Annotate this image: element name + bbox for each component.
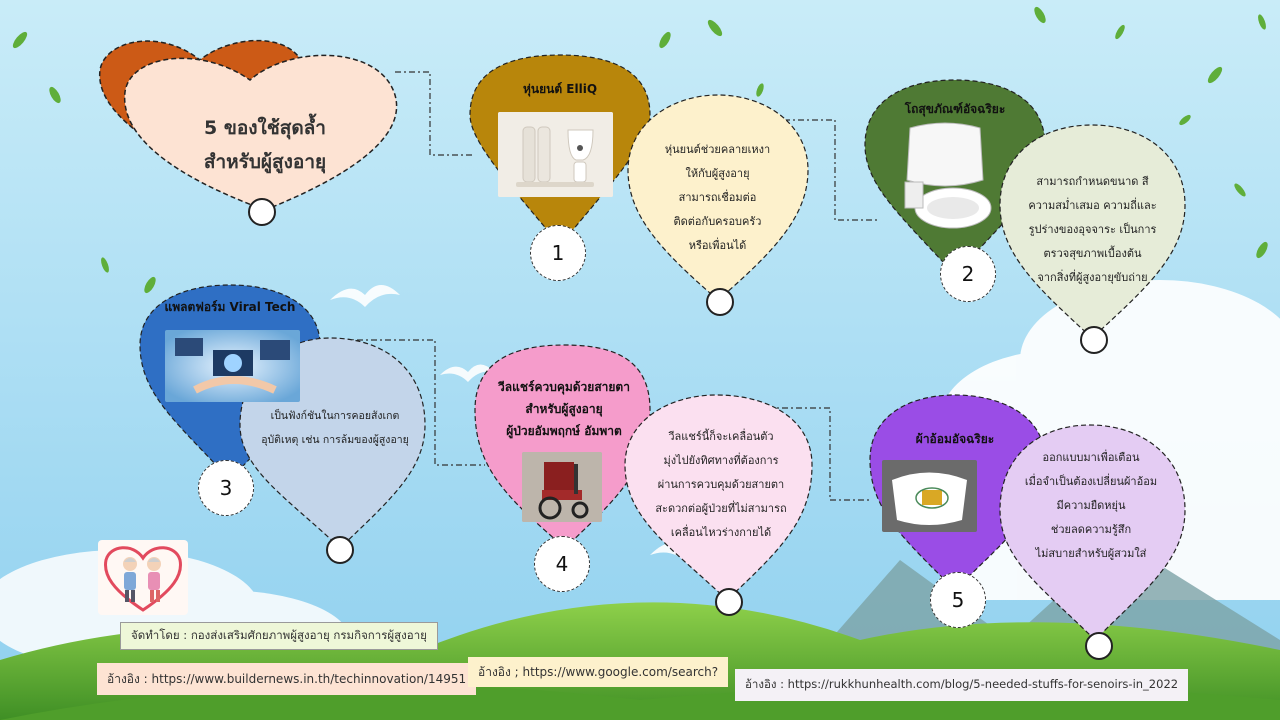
item-1-desc-line: สามารถเชื่อมต่อ (678, 191, 757, 204)
item-5-desc-line: ช่วยลดความรู้สึก (1050, 523, 1132, 536)
connector-lines (315, 71, 880, 501)
item-3-number: 3 (198, 460, 254, 516)
item-3-description: เป็นฟังก์ชันในการคอยสังเกต อุบัติเหตุ เช… (245, 404, 425, 452)
wheelchair-image (522, 452, 602, 522)
item-2-number: 2 (940, 246, 996, 302)
item-2-desc-line: สามารถกำหนดขนาด สี (1036, 175, 1149, 188)
item-4-desc-line: สะดวกต่อผู้ป่วยที่ไม่สามารถ (655, 502, 787, 515)
item-2-desc-line: ตรวจสุขภาพเบื้องต้น (1043, 247, 1142, 260)
item-1-desc-line: หุ่นยนต์ช่วยคลายเหงา (664, 143, 771, 156)
item-2-title: โถสุขภัณฑ์อัจฉริยะ (904, 102, 1006, 116)
item-1-description: หุ่นยนต์ช่วยคลายเหงา ให้กับผู้สูงอายุ สา… (635, 138, 800, 258)
item-5-title: ผ้าอ้อมอัจฉริยะ (915, 432, 995, 446)
item-3-title: แพลตฟอร์ม Viral Tech (164, 300, 296, 314)
item-4-title-line: ผู้ป่วยอัมพฤกษ์ อัมพาต (506, 424, 622, 438)
leaves (12, 6, 1268, 294)
item-2-desc-line: ความสม่ำเสมอ ความถี่และ (1028, 199, 1157, 212)
title-line-1: 5 ของใช้สุดล้ำ (204, 117, 326, 139)
item-1-desc-line: หรือเพื่อนได้ (688, 239, 747, 252)
viral-tech-image (165, 330, 300, 402)
item-4-description: วีลแชร์นี้ก็จะเคลื่อนตัว มุ่งไปยังทิศทาง… (635, 425, 807, 545)
smart-toilet-image (895, 120, 995, 230)
reference-2: อ้างอิง ; https://www.google.com/search? (468, 657, 729, 687)
item-5-number: 5 (930, 572, 986, 628)
item-4-desc-line: วีลแชร์นี้ก็จะเคลื่อนตัว (668, 430, 774, 443)
credit-box: จัดทำโดย : กองส่งเสริมศักยภาพผู้สูงอายุ … (120, 622, 438, 650)
item-1-desc-line: ให้กับผู้สูงอายุ (685, 167, 750, 180)
smart-diaper-image (882, 460, 977, 532)
item-3-desc-line: อุบัติเหตุ เช่น การล้มของผู้สูงอายุ (261, 434, 409, 446)
item-5-anchor-circle (1085, 632, 1113, 660)
bubble-5 (999, 424, 1186, 641)
item-5-description: ออกแบบมาเพื่อเตือน เมื่อจำเป็นต้องเปลี่ย… (1005, 446, 1177, 566)
heart-front (123, 54, 398, 211)
item-1-number: 1 (530, 225, 586, 281)
item-4-number: 4 (534, 536, 590, 592)
item-4-desc-line: เคลื่อนไหวร่างกายได้ (670, 526, 772, 539)
heart-anchor-circle (248, 198, 276, 226)
item-1-anchor-circle (706, 288, 734, 316)
item-5-desc-line: ออกแบบมาเพื่อเตือน (1042, 451, 1140, 464)
title-line-2: สำหรับผู้สูงอายุ (203, 151, 327, 173)
item-3-anchor-circle (326, 536, 354, 564)
item-3-desc-line: เป็นฟังก์ชันในการคอยสังเกต (270, 410, 400, 422)
item-5-desc-line: เมื่อจำเป็นต้องเปลี่ยนผ้าอ้อม (1024, 475, 1158, 488)
page-title: 5 ของใช้สุดล้ำ สำหรับผู้สูงอายุ (150, 100, 380, 190)
item-4-title-line: สำหรับผู้สูงอายุ (525, 402, 603, 416)
bubble-4 (624, 394, 813, 601)
item-2-anchor-circle (1080, 326, 1108, 354)
item-2-desc-line: จากสิ่งที่ผู้สูงอายุขับถ่าย (1037, 271, 1148, 284)
item-4-title-line: วีลแชร์ควบคุมด้วยสายตา (498, 380, 630, 394)
item-2-desc-line: รูปร่างของอุจจาระ เป็นการ (1028, 223, 1157, 236)
item-4-desc-line: ผ่านการควบคุมด้วยสายตา (657, 478, 785, 491)
item-4-title: วีลแชร์ควบคุมด้วยสายตา สำหรับผู้สูงอายุ … (480, 376, 648, 442)
item-5-desc-line: ไม่สบายสำหรับผู้สวมใส่ (1035, 547, 1147, 560)
reference-1: อ้างอิง : https://www.buildernews.in.th/… (97, 663, 477, 695)
item-4-desc-line: มุ่งไปยังทิศทางที่ต้องการ (663, 454, 779, 467)
elderly-couple-heart-logo-icon (98, 540, 188, 615)
elliq-robot-image (498, 112, 613, 197)
bubble-2 (999, 124, 1186, 339)
item-1-title: หุ่นยนต์ ElliQ (522, 82, 598, 96)
item-1-desc-line: ติดต่อกับครอบครัว (673, 215, 762, 228)
item-4-anchor-circle (715, 588, 743, 616)
title-heart (99, 39, 398, 211)
bubble-1 (627, 94, 809, 301)
item-2-description: สามารถกำหนดขนาด สี ความสม่ำเสมอ ความถี่แ… (1010, 170, 1175, 290)
reference-3: อ้างอิง : https://rukkhunhealth.com/blog… (735, 669, 1189, 701)
item-5-desc-line: มีความยืดหยุ่น (1056, 499, 1126, 512)
